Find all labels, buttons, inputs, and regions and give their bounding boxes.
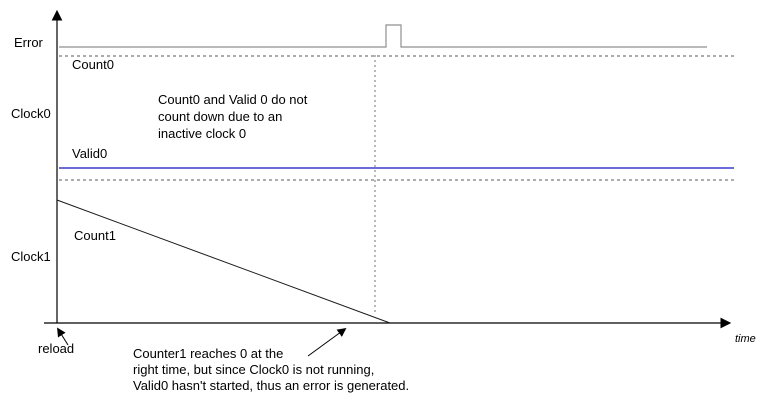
label-clock0: Clock0 bbox=[11, 106, 51, 121]
reload-arrow bbox=[57, 327, 69, 346]
error-signal-line bbox=[59, 24, 707, 48]
label-time: time bbox=[735, 333, 756, 345]
annotation-arrow bbox=[307, 327, 347, 357]
label-clock1: Clock1 bbox=[11, 249, 51, 264]
label-reload: reload bbox=[38, 341, 75, 356]
annotation-inactive-clock: Count0 and Valid 0 do not count down due… bbox=[158, 92, 308, 141]
label-valid0: Valid0 bbox=[72, 146, 108, 161]
annotation-error-generated: Counter1 reaches 0 at the right time, bu… bbox=[133, 346, 410, 393]
label-count0: Count0 bbox=[72, 57, 114, 72]
label-error: Error bbox=[14, 35, 43, 50]
count1-line bbox=[56, 199, 391, 324]
label-count1: Count1 bbox=[74, 228, 116, 243]
